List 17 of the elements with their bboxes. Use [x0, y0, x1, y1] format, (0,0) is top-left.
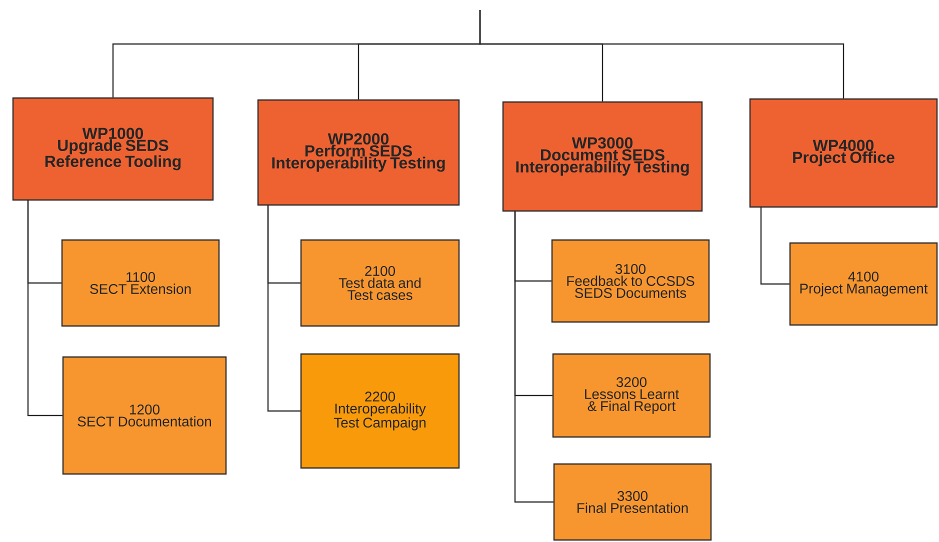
- connector-line: [514, 211, 554, 503]
- task-box: 2100 Test data and Test cases: [300, 239, 460, 327]
- task-box: 3300 Final Presentation: [553, 463, 712, 541]
- work-package-box: WP1000 Upgrade SEDS Reference Tooling: [12, 97, 214, 201]
- task-box: 4100 Project Management: [789, 242, 938, 326]
- task-box: 3200 Lessons Learnt & Final Report: [552, 353, 711, 438]
- task-box: 1200 SECT Documentation: [62, 356, 227, 475]
- work-package-box: WP2000 Perform SEDS Interoperability Testing: [257, 99, 460, 206]
- work-package-box: WP3000 Document SEDS Interoperability Testing: [502, 101, 703, 212]
- connector-line: [27, 200, 62, 416]
- work-package-box: WP4000 Project Office: [749, 98, 938, 208]
- connector-line: [267, 205, 300, 412]
- task-box: 3100 Feedback to CCSDS SEDS Documents: [551, 239, 710, 323]
- connector-line: [479, 10, 844, 98]
- task-box: 1100 SECT Extension: [61, 239, 220, 327]
- task-box: 2200 Interoperability Test Campaign: [300, 353, 460, 469]
- connector-line: [760, 207, 790, 285]
